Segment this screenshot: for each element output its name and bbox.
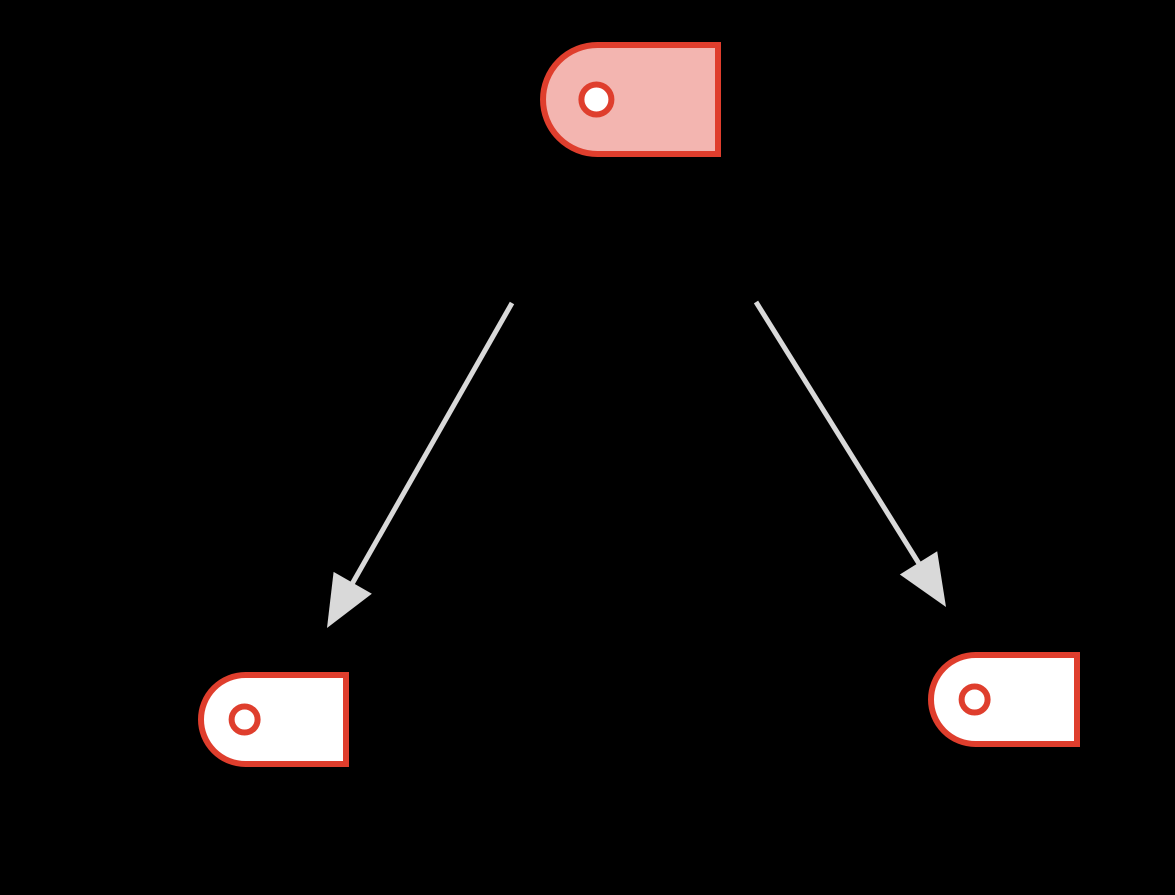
tag-icon <box>540 42 721 157</box>
arrowhead-icon <box>899 551 946 607</box>
edge-tag-parent-to-tag-child-right <box>753 300 946 607</box>
nodes-layer <box>198 42 1080 767</box>
tag-child-left[interactable] <box>198 672 349 767</box>
edge-line <box>348 301 515 588</box>
tag-parent[interactable] <box>540 42 721 157</box>
edge-tag-parent-to-tag-child-left <box>327 301 515 628</box>
edge-line <box>753 300 923 568</box>
edges-layer <box>327 300 946 628</box>
tag-hole-icon <box>578 81 615 118</box>
tag-child-right[interactable] <box>928 652 1080 747</box>
tag-hole-icon <box>228 703 261 736</box>
tag-hole-icon <box>958 683 991 716</box>
tag-icon <box>928 652 1080 747</box>
arrowhead-icon <box>327 571 372 628</box>
tag-icon <box>198 672 349 767</box>
